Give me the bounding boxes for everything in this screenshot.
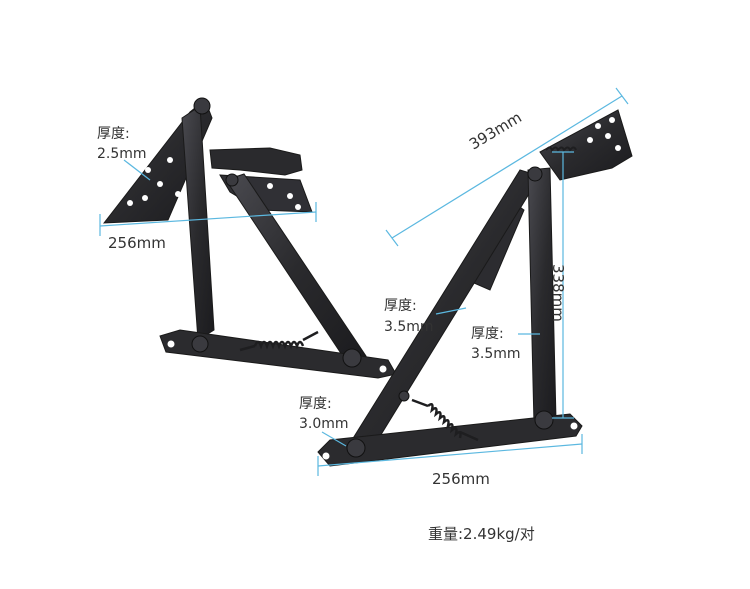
dimension-lines bbox=[99, 87, 629, 476]
diagonal-length-line bbox=[391, 95, 623, 239]
right-width-line bbox=[317, 443, 583, 467]
left-hinge-diagonal-arm bbox=[225, 173, 367, 365]
left-thickness-value: 2.5mm bbox=[97, 146, 147, 162]
mid-thickness-label: 厚度: bbox=[384, 298, 417, 314]
left-thickness-label: 厚度: bbox=[97, 126, 130, 142]
right-hinge-base-plate bbox=[317, 413, 583, 467]
right-hinge bbox=[317, 109, 633, 467]
left-hinge-upper-arm bbox=[181, 105, 215, 341]
bottom-thickness-label: 厚度: bbox=[299, 396, 332, 412]
left-width-label: 256mm bbox=[108, 234, 166, 252]
mid-thickness-value: 3.5mm bbox=[384, 319, 434, 335]
right-thickness-value: 3.5mm bbox=[471, 346, 521, 362]
weight-text: 重量:2.49kg/对 bbox=[428, 525, 535, 543]
bottom-thickness-value: 3.0mm bbox=[299, 416, 349, 432]
left-hinge-top-bracket bbox=[209, 147, 303, 176]
left-hinge-spring bbox=[239, 330, 319, 352]
height-label: 338mm bbox=[549, 264, 567, 322]
right-hinge-top-plate bbox=[539, 109, 633, 181]
right-hinge-spring bbox=[411, 398, 479, 442]
right-width-label: 256mm bbox=[432, 470, 490, 488]
left-hinge bbox=[102, 97, 397, 379]
right-hinge-long-arm bbox=[351, 169, 541, 447]
left-width-line bbox=[99, 211, 317, 227]
right-thickness-label: 厚度: bbox=[471, 326, 504, 342]
